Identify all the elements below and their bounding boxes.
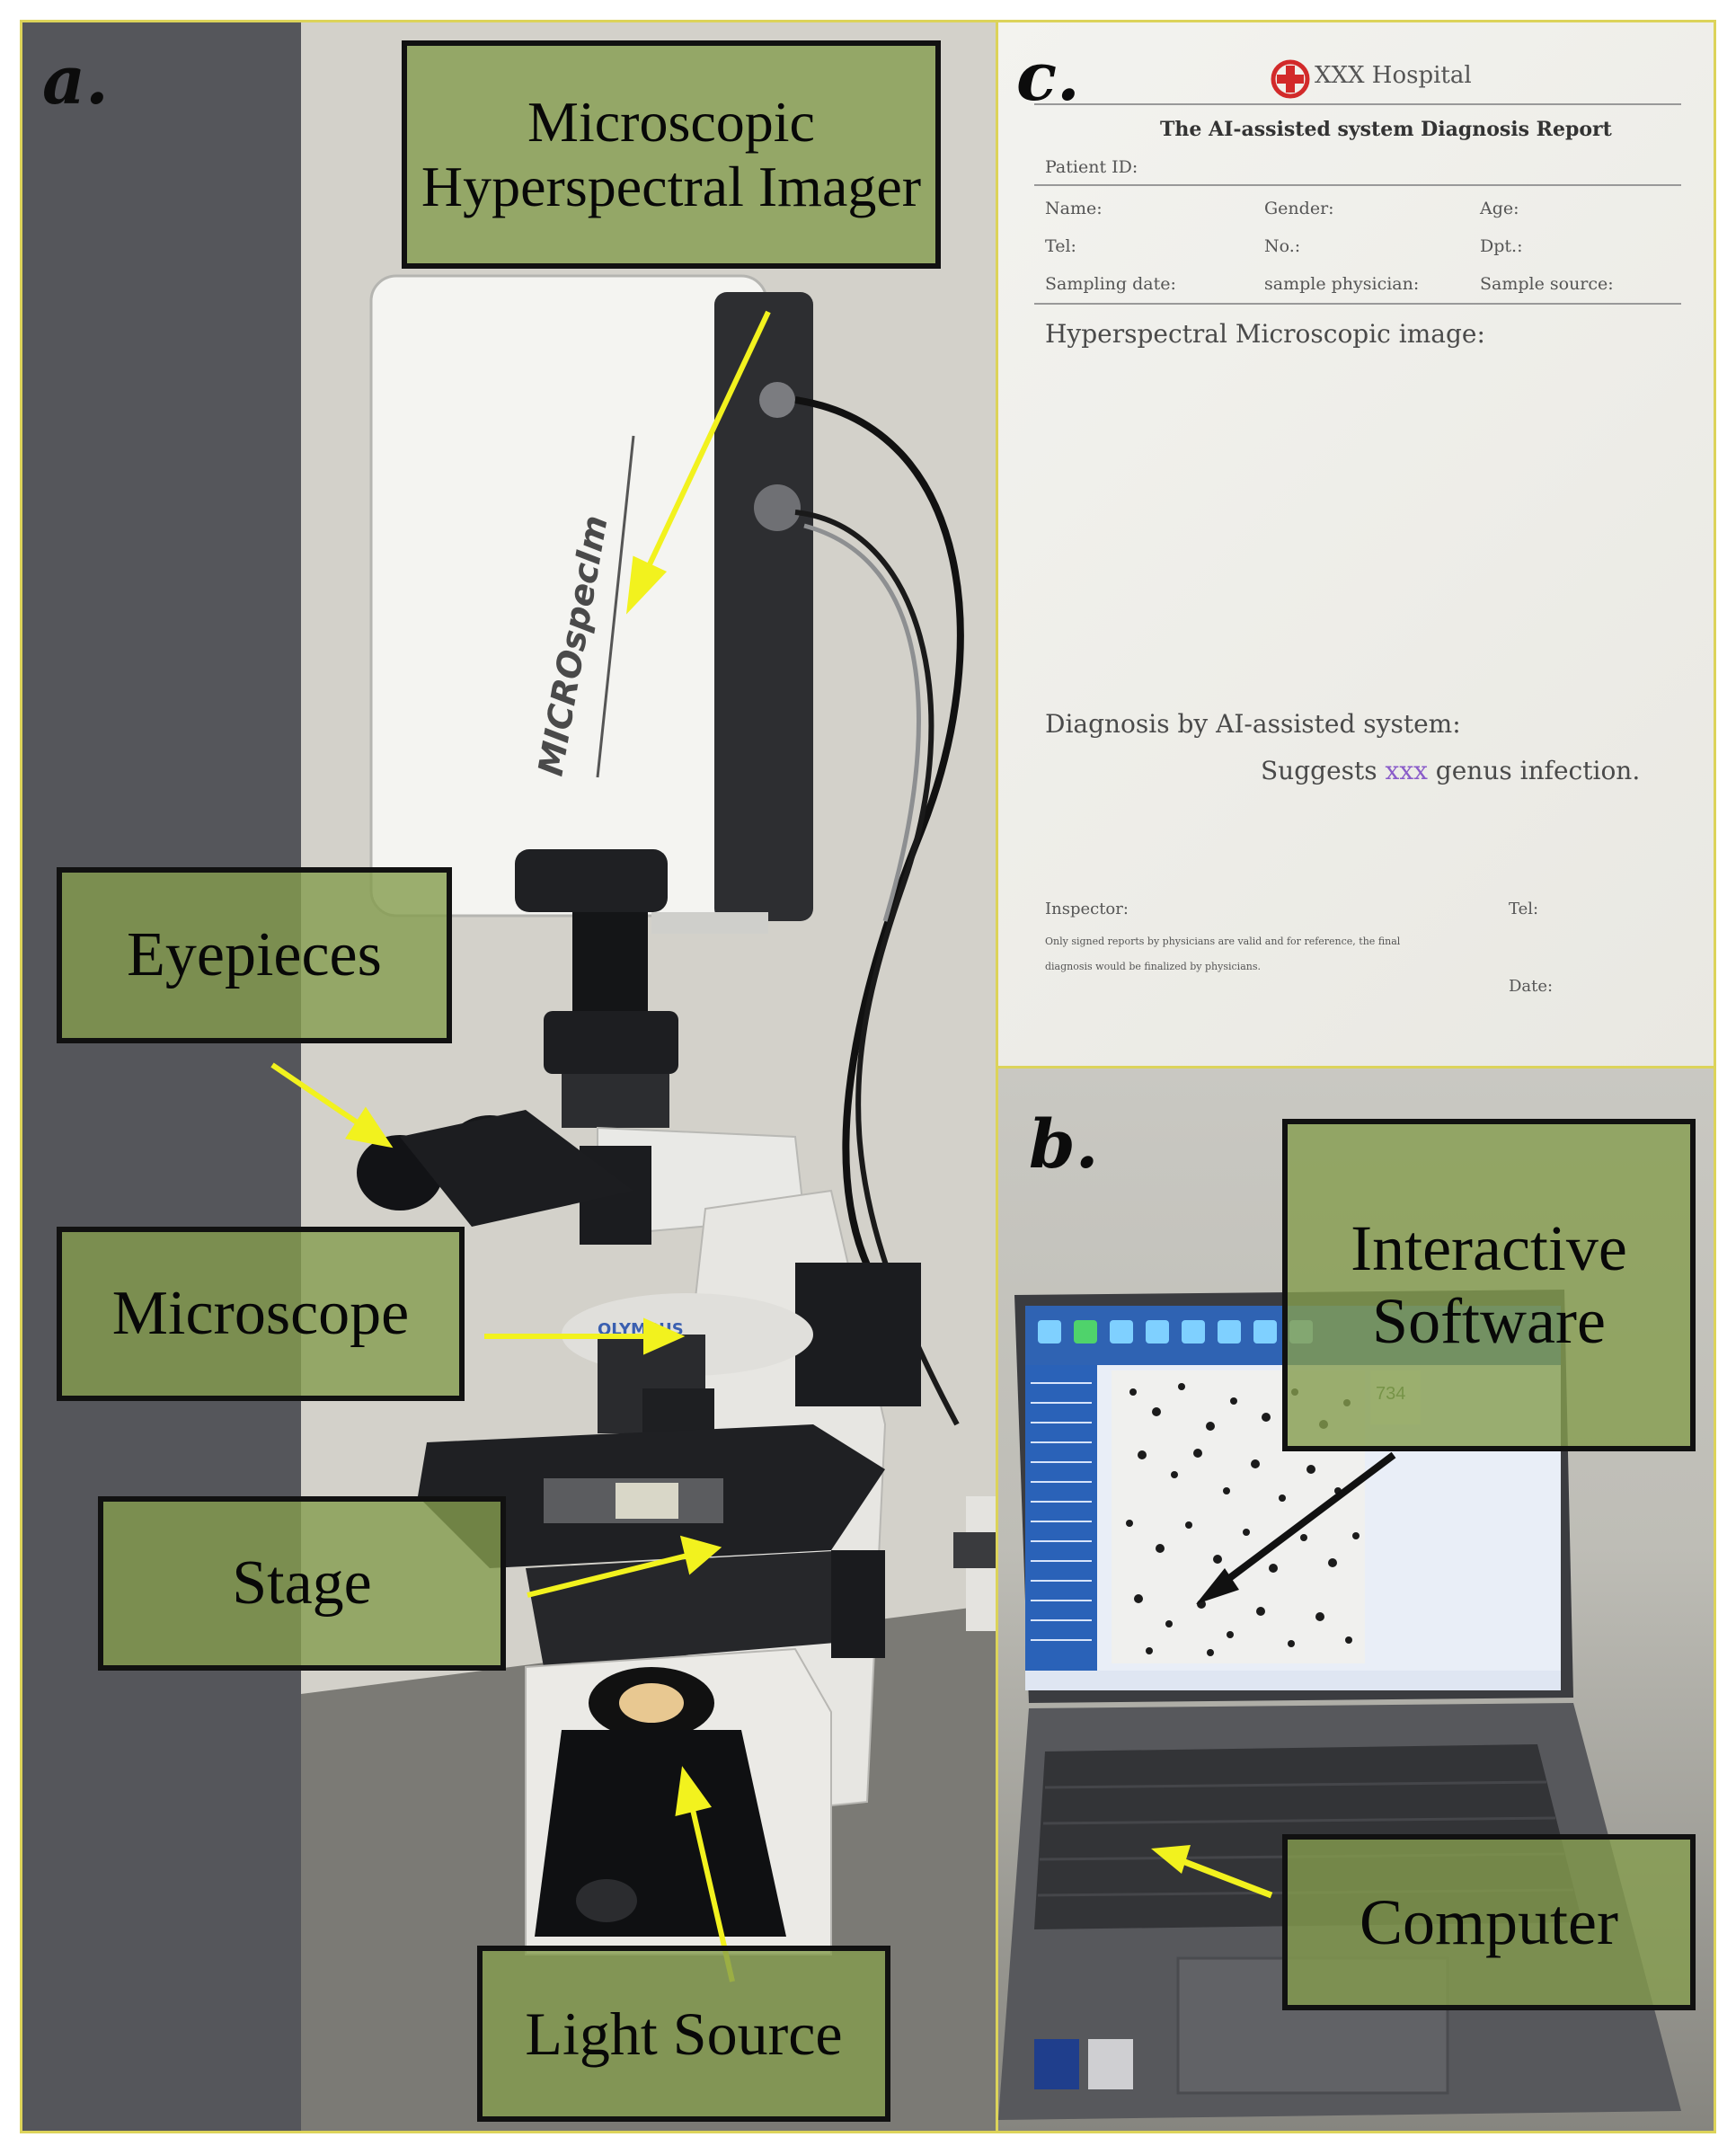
report-rule-3	[1034, 303, 1681, 305]
hospital-cross-icon	[1271, 59, 1310, 99]
callout-light-source: Light Source	[477, 1946, 890, 2122]
report-title: The AI-assisted system Diagnosis Report	[1160, 118, 1612, 141]
tel-label: Tel:	[1509, 900, 1539, 918]
report-rule-2	[1034, 184, 1681, 186]
callout-stage: Stage	[98, 1496, 506, 1671]
field-sample-physician: sample physician:	[1264, 274, 1420, 294]
panel-letter-a: a.	[42, 42, 109, 120]
panel-b-computer: 734 b. Interactive Software Computer	[998, 1069, 1714, 2131]
field-gender: Gender:	[1264, 199, 1334, 218]
disclaimer-line-2: diagnosis would be finalized by physicia…	[1045, 961, 1261, 972]
inspector-label: Inspector:	[1045, 900, 1129, 918]
diagnosis-genus: xxx	[1385, 756, 1428, 785]
callout-eyepieces: Eyepieces	[57, 867, 452, 1043]
report-rule-top	[1034, 103, 1681, 105]
callout-microscope: Microscope	[57, 1227, 465, 1401]
field-no: No.:	[1264, 236, 1301, 256]
diagnosis-prefix: Suggests	[1261, 756, 1386, 785]
callout-computer: Computer	[1282, 1834, 1696, 2010]
taskbar	[1025, 1671, 1561, 1690]
date-label: Date:	[1509, 977, 1554, 996]
panel-a-microscope-setup: OLYMPUS MICROspecIm	[22, 22, 998, 2131]
callout-imager: Microscopic Hyperspectral Imager	[402, 40, 941, 269]
software-sidebar	[1025, 1365, 1097, 1671]
panel-c-diagnosis-report: c. XXX Hospital The AI-assisted system D…	[998, 22, 1714, 1069]
field-sample-source: Sample source:	[1480, 274, 1614, 294]
diagnosis-suffix: genus infection.	[1427, 756, 1641, 785]
hospital-name: XXX Hospital	[1315, 62, 1472, 89]
figure-frame: OLYMPUS MICROspecIm	[20, 20, 1716, 2133]
microscope-photo: OLYMPUS MICROspecIm	[22, 22, 996, 2131]
field-sampling-date: Sampling date:	[1045, 274, 1176, 294]
panel-letter-b: b.	[1029, 1106, 1099, 1184]
disclaimer-line-1: Only signed reports by physicians are va…	[1045, 936, 1401, 947]
imager-device	[369, 274, 813, 934]
patient-id-label: Patient ID:	[1045, 157, 1138, 177]
field-dpt: Dpt.:	[1480, 236, 1523, 256]
callout-interactive-software: Interactive Software	[1282, 1119, 1696, 1451]
field-tel: Tel:	[1045, 236, 1076, 256]
diagnosis-result: Suggests xxx genus infection.	[1261, 756, 1640, 785]
diagnosis-heading: Diagnosis by AI-assisted system:	[1045, 709, 1461, 739]
panel-letter-c: c.	[1016, 39, 1080, 116]
image-heading: Hyperspectral Microscopic image:	[1045, 319, 1485, 349]
field-name: Name:	[1045, 199, 1103, 218]
field-age: Age:	[1480, 199, 1519, 218]
micrograph-cells	[1126, 1383, 1360, 1656]
